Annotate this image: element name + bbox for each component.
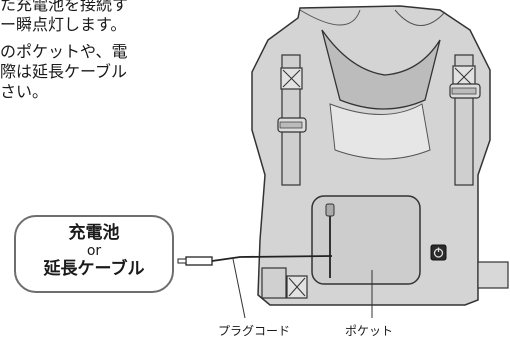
instruction-line: さい。 bbox=[0, 82, 49, 101]
instruction-line: 際は延長ケーブル bbox=[0, 62, 128, 81]
label-plug-cord: プラグコード bbox=[218, 324, 291, 338]
instruction-line: た充電池を接続す bbox=[0, 0, 129, 14]
callout-battery: 充電池 bbox=[68, 223, 120, 243]
vest-seam bbox=[394, 9, 446, 26]
callout-or: or bbox=[86, 243, 102, 259]
label-pocket: ポケット bbox=[345, 324, 394, 338]
plug-cord bbox=[211, 255, 333, 262]
callout-extension-cable: 延長ケーブル bbox=[43, 259, 145, 279]
pocket bbox=[311, 195, 421, 285]
power-button bbox=[430, 244, 447, 261]
waist-strap-right bbox=[477, 261, 509, 289]
plug bbox=[185, 256, 213, 266]
waist-strap-left bbox=[261, 267, 287, 299]
neck-opening bbox=[321, 29, 441, 110]
vest-seam bbox=[299, 9, 361, 26]
instruction-line: のポケットや、電 bbox=[0, 42, 128, 61]
instruction-text: た充電池を接続す ー瞬点灯します。 のポケットや、電 際は延長ケーブル さい。 bbox=[0, 0, 186, 102]
battery-callout: 充電池 or 延長ケーブル bbox=[14, 215, 174, 293]
leader-line bbox=[232, 258, 246, 319]
instruction-line: ー瞬点灯します。 bbox=[0, 15, 127, 34]
vest-back-panel bbox=[329, 103, 431, 160]
